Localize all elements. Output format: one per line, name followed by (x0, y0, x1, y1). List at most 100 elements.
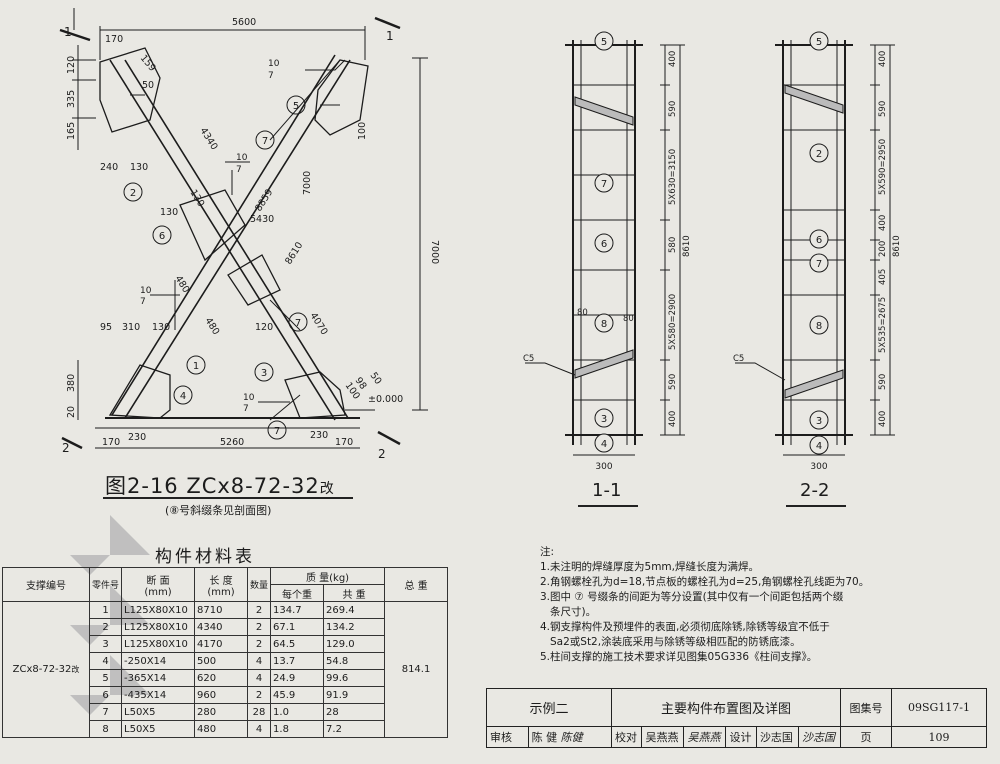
note-3: 3.图中 ⑦ 号缀条的间距为等分设置(其中仅有一个间距包括两个缀 (540, 591, 844, 603)
cell-total: 28 (323, 703, 386, 721)
cell-length: 4340 (194, 618, 249, 636)
cell-length: 500 (194, 652, 249, 670)
cell-count: 2 (247, 635, 272, 653)
cell-section: L125X80X10 (121, 635, 196, 653)
cell-total: 129.0 (323, 635, 386, 653)
cell-each: 134.7 (270, 601, 325, 619)
tb-page-label: 页 (840, 726, 892, 748)
part-2-label: 2 (130, 188, 136, 199)
figure-title-underline (103, 497, 353, 499)
s1-part-4: 4 (601, 439, 607, 450)
dim-170-top: 170 (105, 34, 123, 45)
cell-total: 7.2 (323, 720, 386, 738)
cell-no: 2 (88, 618, 123, 636)
s2-part-7: 7 (816, 259, 822, 270)
th-count: 数量 (247, 567, 272, 602)
cell-no: 8 (88, 720, 123, 738)
cell-section: L125X80X10 (121, 618, 196, 636)
figure-title: 图2-16 ZCx8-72-32改 (105, 474, 335, 498)
s2-weld: C5 (733, 354, 744, 364)
s1-dim-0: 400 (668, 51, 678, 67)
cell-no: 7 (88, 703, 123, 721)
tb-designer: 沙志国 (755, 726, 799, 748)
note-4: 4.钢支撑构件及预埋件的表面,必须彻底除锈,除锈等级宜不低于 (540, 621, 830, 633)
dim-310: 310 (122, 322, 140, 333)
dim-230: 230 (128, 432, 146, 443)
cell-no: 1 (88, 601, 123, 619)
s2-part-6: 6 (816, 235, 822, 246)
weld-7-a: 7 (268, 71, 274, 81)
cell-section: L50X5 (121, 703, 196, 721)
weld-7-c: 7 (140, 297, 146, 307)
cell-no: 6 (88, 686, 123, 704)
tb-atlas-label: 图集号 (840, 688, 892, 727)
cell-count: 4 (247, 720, 272, 738)
s2-dim-1: 590 (878, 101, 888, 117)
dim-20: 20 (66, 406, 77, 418)
elevation-drawing: 5 7 2 6 1 4 3 7 7 5600 5260 7000 4340 88… (59, 8, 440, 461)
cell-each: 64.5 (270, 635, 325, 653)
s1-total: 8610 (682, 235, 692, 257)
s2-part-3: 3 (816, 416, 822, 427)
tb-review-label: 审核 (486, 726, 529, 748)
dim-230b: 230 (310, 430, 328, 441)
th-length: 长 度(mm) (194, 567, 249, 602)
dim-7000-inner: 7000 (302, 171, 313, 195)
cell-count: 2 (247, 686, 272, 704)
tb-reviewer: 陈 健 陈健 (527, 726, 613, 748)
cell-each: 24.9 (270, 669, 325, 687)
s2-part-2: 2 (816, 149, 822, 160)
weld-10-c: 10 (140, 286, 152, 296)
tb-checker-sig: 吴燕燕 (683, 726, 727, 748)
cell-count: 4 (247, 652, 272, 670)
cell-no: 5 (88, 669, 123, 687)
s2-part-8: 8 (816, 321, 822, 332)
th-part-no: 零件号 (88, 567, 123, 602)
dim-159: 159 (138, 53, 158, 74)
cell-each: 1.0 (270, 703, 325, 721)
tb-designer-sig: 沙志国 (797, 726, 842, 748)
dim-diag-upper: 4340 (197, 126, 219, 152)
th-brace-no: 支撑编号 (2, 567, 90, 602)
s1-dim-2: 5X630=3150 (668, 149, 678, 205)
dim-120: 120 (66, 56, 77, 74)
s1-small-a: 80 (577, 308, 588, 318)
dim-130: 130 (130, 162, 148, 173)
dim-240: 240 (100, 162, 118, 173)
section-1-1-drawing: 5 7 6 8 3 4 300 400 590 5X630=3150 580 5… (523, 31, 692, 472)
table-title: 构件材料表 (155, 547, 255, 567)
weld-7-b: 7 (236, 165, 242, 175)
cell-count: 28 (247, 703, 272, 721)
weld-10-a: 10 (268, 59, 280, 69)
note-5: 5.柱间支撑的施工技术要求详见图集05G336《柱间支撑》。 (540, 651, 818, 663)
dim-335: 335 (66, 90, 77, 108)
section-mark-br: 2 (378, 447, 386, 461)
cell-length: 960 (194, 686, 249, 704)
dim-4070: 4070 (307, 311, 329, 337)
cell-each: 13.7 (270, 652, 325, 670)
note-3-cont: 条尺寸)。 (550, 606, 597, 618)
s1-weld: C5 (523, 354, 534, 364)
s1-dim-5: 590 (668, 374, 678, 390)
note-4-cont: Sa2或St2,涂装底采用与除锈等级相匹配的防锈底漆。 (550, 636, 801, 648)
cell-no: 3 (88, 635, 123, 653)
s2-part-5: 5 (816, 37, 822, 48)
note-1: 1.未注明的焊缝厚度为5mm,焊缝长度为满焊。 (540, 561, 759, 573)
dim-top-total: 5600 (232, 17, 256, 28)
s1-part-3: 3 (601, 414, 607, 425)
cell-each: 67.1 (270, 618, 325, 636)
cell-count: 2 (247, 618, 272, 636)
dim-8610: 8610 (283, 240, 305, 266)
section-mark-bl: 2 (62, 441, 70, 455)
tb-page-no: 109 (891, 726, 987, 748)
weld-7-d: 7 (243, 404, 249, 414)
s1-dim-3: 580 (668, 237, 678, 253)
part-4-label: 4 (180, 391, 186, 402)
s1-part-5: 5 (601, 37, 607, 48)
section-2-underline (786, 505, 846, 507)
cell-section: -435X14 (121, 686, 196, 704)
s2-part-4: 4 (816, 441, 822, 452)
